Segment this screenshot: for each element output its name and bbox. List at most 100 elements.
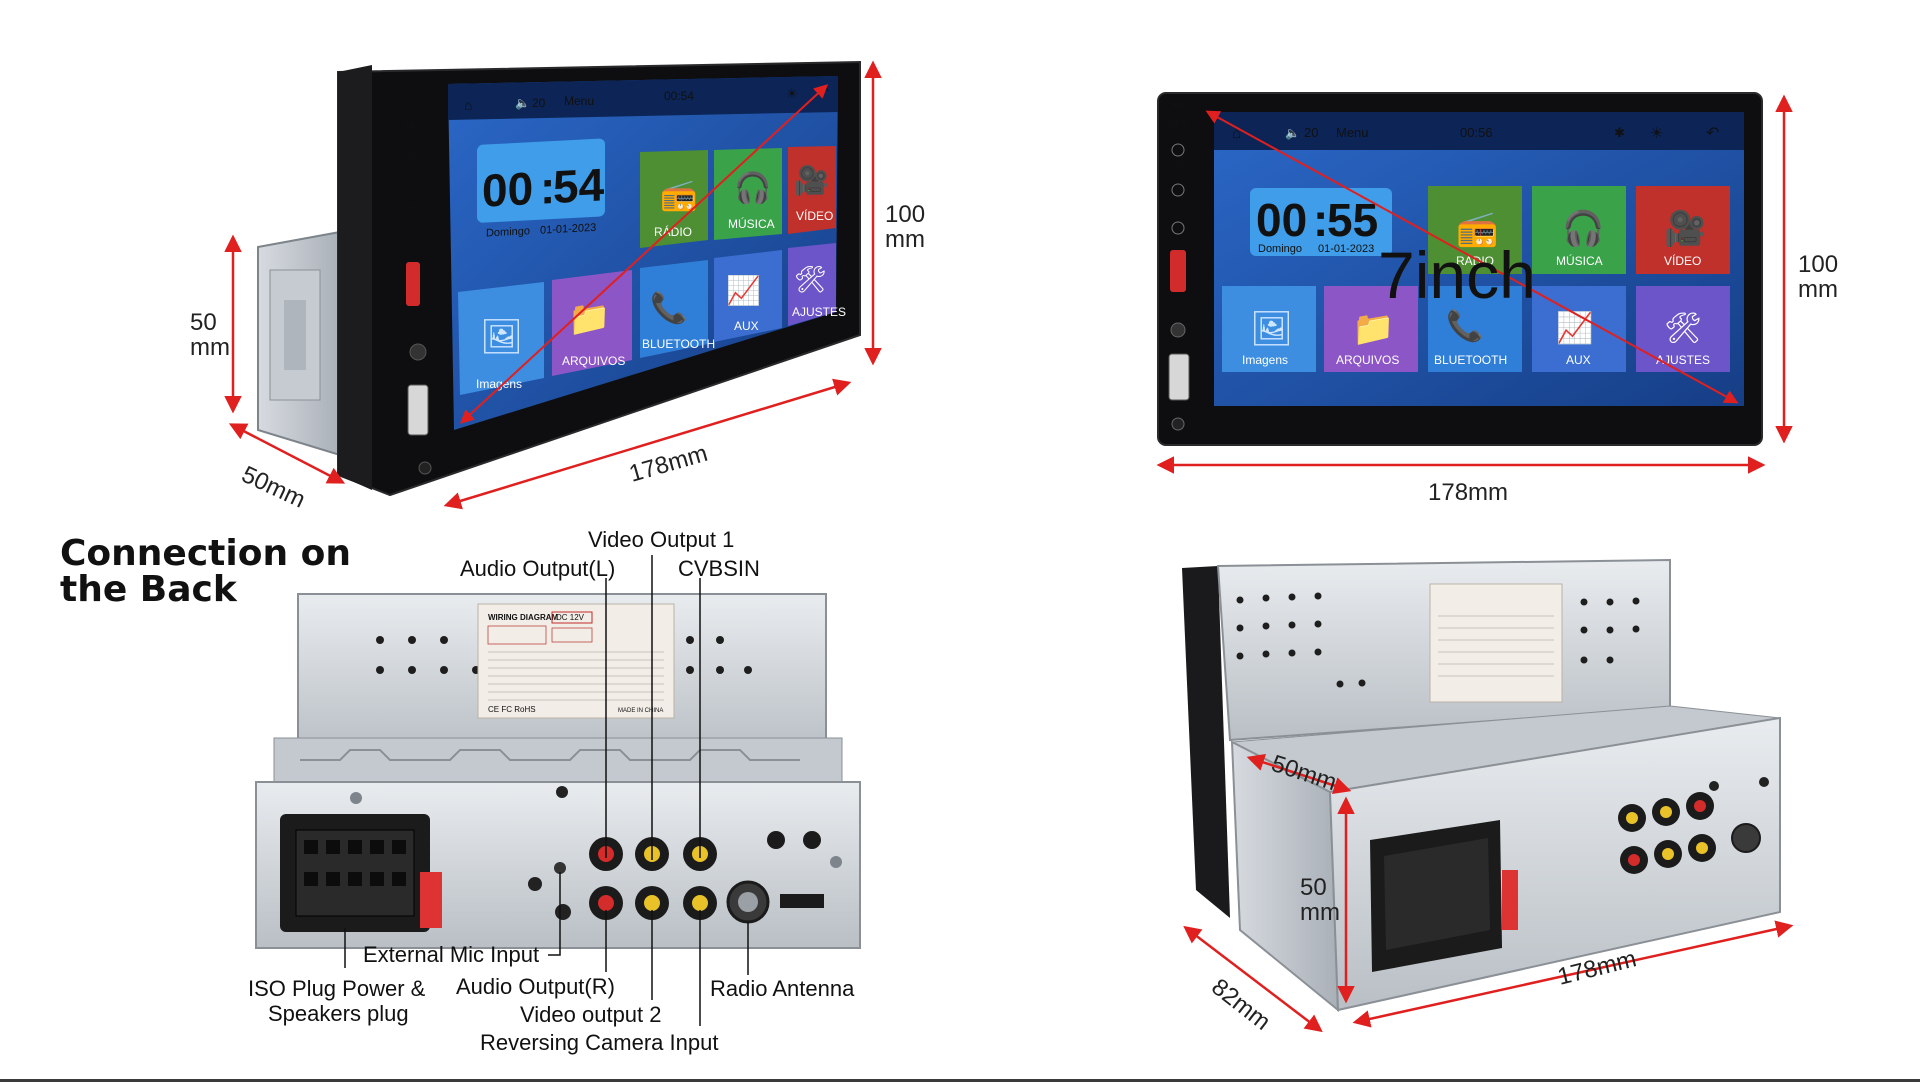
screen-size-label: 7inch — [1378, 238, 1536, 312]
screen-right: ⌂ 🔈 20 Menu 00:56 ✱ ☀ ↶ 00 : 55 Domingo … — [1205, 110, 1744, 406]
radio-icon: 📻 — [660, 179, 697, 212]
volume-icon: 🔈 — [515, 96, 530, 110]
aux-label: AUX — [1168, 343, 1183, 350]
home-icon: ⌂ — [464, 97, 472, 113]
tile-aux[interactable]: 📈 AUX — [1532, 286, 1626, 372]
screen-left: ⌂ 🔈 20 Menu 00:54 ☀ ↶ 00 : 54 Domingo 01… — [448, 76, 846, 430]
callout-reversing-camera: Reversing Camera Input — [480, 1030, 718, 1055]
clock-hours: 00 — [482, 162, 533, 217]
svg-text:AJUSTES: AJUSTES — [1656, 353, 1710, 367]
svg-text:ARQUIVOS: ARQUIVOS — [562, 354, 625, 368]
tools-icon: 🛠 — [1664, 312, 1702, 345]
mounting-cage — [257, 230, 341, 457]
tile-bluetooth[interactable]: BLUETOOTH 📞 — [640, 260, 715, 358]
image-icon: 🖼 — [1250, 310, 1293, 348]
screw-icon — [830, 856, 842, 868]
volume-icon: 🔈 — [1285, 126, 1300, 140]
svg-text:BLUETOOTH: BLUETOOTH — [1434, 353, 1507, 367]
depth-label-left: 50mm — [237, 461, 309, 514]
clock-hours: 00 — [1256, 194, 1307, 246]
menu-label: Menu — [1336, 125, 1369, 140]
svg-text:AJUSTES: AJUSTES — [792, 305, 846, 319]
svg-text:VÍDEO: VÍDEO — [1664, 253, 1701, 268]
camera-icon: 🎥 — [794, 164, 829, 197]
tile-music[interactable]: MÚSICA🎧 — [714, 148, 782, 240]
tile-music[interactable]: 🎧MÚSICA — [1532, 186, 1626, 274]
svg-text:ARQUIVOS: ARQUIVOS — [1336, 353, 1399, 367]
front-angled-view: MIC RES ON VOL AUX ⌂ 🔈 20 Menu 00:54 ☀ ↶ — [190, 60, 925, 514]
aux-label: AUX — [410, 370, 425, 377]
screen-diagonal-arrow — [459, 84, 829, 424]
tile-video[interactable]: VÍDEO🎥 — [788, 146, 836, 234]
tile-radio[interactable]: RÁDIO📻 — [640, 150, 708, 248]
sticker-badge: DC 12V — [556, 613, 585, 622]
clock-day: Domingo — [486, 225, 530, 239]
bluetooth-status-icon: ✱ — [1614, 125, 1625, 140]
tile-settings[interactable]: 🛠 AJUSTES — [1636, 286, 1730, 372]
waveform-icon: 📈 — [726, 274, 761, 307]
clock-minutes: 54 — [553, 158, 605, 213]
mode-icon — [1171, 221, 1185, 235]
depth-arrow-rear — [1183, 925, 1323, 1033]
callout-external-mic: External Mic Input — [363, 942, 539, 967]
menu-label: Menu — [564, 94, 594, 108]
tile-aux[interactable]: AUX 📈 — [714, 250, 782, 342]
tile-video[interactable]: 🎥VÍDEO — [1636, 186, 1730, 274]
mic-label: MIC — [405, 75, 418, 82]
sd-slot-icon — [1170, 250, 1186, 292]
back-heading-line1: Connection on — [60, 533, 351, 574]
width-arrow-left — [443, 378, 852, 510]
sticker-footer: CE FC RoHS — [488, 705, 536, 714]
brightness-icon: ☀ — [786, 86, 798, 101]
vent-holes — [1236, 592, 1640, 688]
tile-files[interactable]: ARQUIVOS📁 — [552, 270, 632, 376]
usb-port-icon — [1168, 353, 1190, 401]
depth-arrow-left — [228, 423, 346, 484]
side-controls-left: MIC RES ON VOL AUX — [405, 75, 432, 475]
brightness-icon: ☀ — [1650, 125, 1663, 142]
callout-iso-plug: ISO Plug Power &Speakers plug — [248, 976, 426, 1026]
vent-holes — [376, 636, 752, 674]
mic-label: MIC — [1170, 101, 1185, 110]
mic-hole-icon — [418, 461, 432, 475]
usb-port-icon — [407, 384, 429, 436]
bluetooth-phone-icon: 📞 — [650, 288, 688, 325]
svg-text:AUX: AUX — [1566, 353, 1591, 367]
tile-images[interactable]: Imagens🖼 — [458, 282, 544, 395]
vol-label: VOL — [1170, 205, 1184, 212]
back-heading-line2: the Back — [60, 569, 238, 610]
fuse-icon — [420, 872, 442, 928]
fuse-icon — [1502, 870, 1518, 930]
volume-value: 20 — [1304, 125, 1318, 140]
sticker-made: MADE IN CHINA — [618, 708, 663, 714]
svg-text:Imagens: Imagens — [1242, 353, 1288, 367]
iso-connector — [280, 814, 442, 932]
on-label: ON — [1172, 162, 1183, 169]
bottom-rule — [0, 1079, 1920, 1082]
svg-text:AUX: AUX — [734, 319, 759, 333]
waveform-icon: 📈 — [1556, 310, 1593, 345]
aux-jack-icon — [409, 343, 427, 361]
svg-text:BLUETOOTH: BLUETOOTH — [642, 337, 715, 351]
screw-icon — [350, 792, 362, 804]
vol-label: VOL — [405, 205, 419, 212]
aux-jack-icon — [1170, 322, 1186, 338]
rca-jacks — [1618, 792, 1716, 874]
wiring-diagram-sticker: WIRING DIAGRAM DC 12V CE FC RoHS MADE IN… — [477, 603, 675, 719]
callout-video-output-2: Video output 2 — [520, 1002, 662, 1027]
top-depth-arrow — [1246, 754, 1352, 794]
sd-slot-icon — [406, 262, 420, 306]
sticker-title: WIRING DIAGRAM — [488, 613, 559, 622]
wiring-diagram-sticker — [1429, 583, 1563, 703]
callout-audio-output-r: Audio Output(R) — [456, 974, 615, 999]
folder-icon: 📁 — [1352, 310, 1394, 348]
tile-images[interactable]: 🖼 Imagens — [1222, 286, 1316, 372]
clock-date: 01-01-2023 — [1318, 243, 1374, 255]
volume-knob-icon — [1171, 183, 1185, 197]
status-time: 00:54 — [664, 89, 694, 103]
back-connections-view: Connection on the Back WIRING DIAGRAM DC… — [60, 527, 861, 1055]
svg-text:MÚSICA: MÚSICA — [728, 216, 775, 231]
